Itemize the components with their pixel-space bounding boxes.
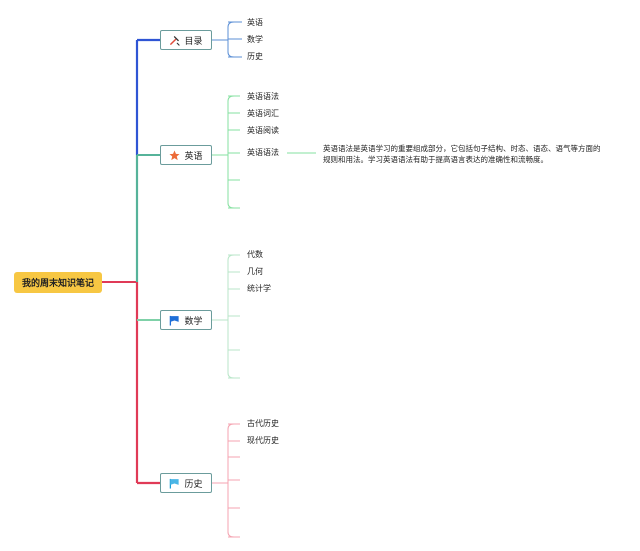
leaf-shuxue-2[interactable]: 统计学	[247, 284, 271, 293]
leaf-lishi-0[interactable]: 古代历史	[247, 419, 279, 428]
branch-node-yingyu[interactable]: 英语	[160, 145, 212, 165]
root-node-label: 我的周末知识笔记	[21, 279, 94, 289]
branch-node-lishi[interactable]: 历史	[160, 473, 212, 493]
leaf-yingyu-0[interactable]: 英语语法	[247, 92, 279, 101]
leaf-yingyu-3[interactable]: 英语语法	[247, 148, 279, 157]
leaf-mulu-2[interactable]: 历史	[247, 52, 263, 61]
branch-node-mulu[interactable]: 目录	[160, 30, 212, 50]
star-icon	[169, 150, 181, 160]
branch-node-shuxue[interactable]: 数学	[160, 310, 212, 330]
leaf-lishi-1[interactable]: 现代历史	[247, 436, 279, 445]
tools-icon	[170, 35, 181, 46]
flag-icon	[170, 315, 180, 326]
leaf-shuxue-0[interactable]: 代数	[247, 250, 263, 259]
leaf-yingyu-2[interactable]: 英语阅读	[247, 126, 279, 135]
leaf-bracket-yingyu	[227, 95, 235, 209]
branch-label-shuxue: 数学	[184, 316, 203, 327]
leaf-shuxue-1[interactable]: 几何	[247, 267, 263, 276]
flag-icon	[170, 478, 180, 489]
note-text: 英语语法是英语学习的重要组成部分，它包括句子结构、时态、语态、语气等方面的规则和…	[323, 144, 601, 164]
leaf-mulu-0[interactable]: 英语	[247, 18, 263, 27]
branch-label-mulu: 目录	[184, 36, 203, 47]
branch-label-lishi: 历史	[184, 479, 203, 490]
leaf-mulu-1[interactable]: 数学	[247, 35, 263, 44]
root-node[interactable]: 我的周末知识笔记	[14, 272, 102, 293]
branch-label-yingyu: 英语	[184, 151, 203, 162]
leaf-yingyu-1[interactable]: 英语词汇	[247, 109, 279, 118]
